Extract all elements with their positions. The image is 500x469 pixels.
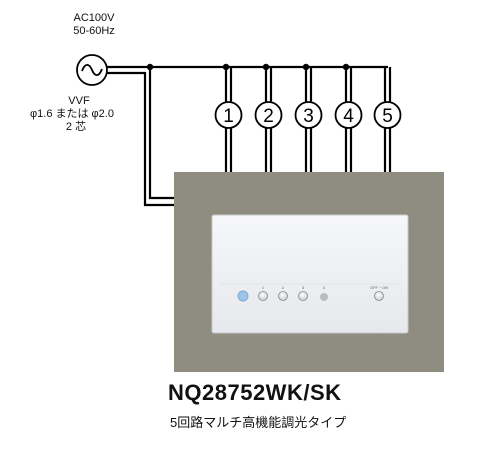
ac-source-icon — [76, 54, 108, 86]
switch-plate — [211, 214, 409, 334]
off-on-label: OFF・ON — [370, 285, 388, 290]
circuit-number-1: 1 — [223, 106, 234, 127]
button-label-1: 1 — [262, 285, 265, 290]
power-frequency: 50-60Hz — [73, 25, 115, 37]
button-label-2: 2 — [282, 285, 285, 290]
button-label-3: 3 — [302, 285, 305, 290]
circuit-number-3: 3 — [303, 106, 314, 127]
product-description: 5回路マルチ高機能調光タイプ — [170, 415, 347, 430]
off-on-button[interactable] — [374, 291, 384, 301]
power-voltage: AC100V — [73, 12, 115, 24]
feed-wires — [92, 65, 388, 207]
button-label-4: 4 — [323, 285, 326, 290]
circuit-number-2: 2 — [263, 106, 274, 127]
circuit-marker-5 — [373, 101, 402, 129]
cable-gauge: φ1.6 または φ2.0 — [30, 108, 114, 120]
circuit-button-1[interactable] — [258, 291, 268, 301]
circuit-number-4: 4 — [343, 106, 354, 127]
product-model: NQ28752WK/SK — [168, 380, 342, 405]
circuit-button-3[interactable] — [298, 291, 308, 301]
circuit-marker-2 — [254, 101, 283, 129]
circuit-number-5: 5 — [382, 106, 393, 127]
circuit-marker-1 — [214, 101, 243, 129]
circuit-marker-4 — [334, 101, 363, 129]
panel-buttons: 1 2 3 4 OFF・ON — [237, 285, 388, 302]
status-dot — [320, 293, 328, 301]
circuit-markers: 1 2 3 4 5 — [214, 101, 402, 129]
cable-type: VVF — [68, 95, 90, 107]
indicator-button[interactable] — [237, 290, 249, 302]
circuit-marker-3 — [294, 101, 323, 129]
cable-cores: 2 芯 — [65, 121, 87, 133]
circuit-button-2[interactable] — [278, 291, 288, 301]
